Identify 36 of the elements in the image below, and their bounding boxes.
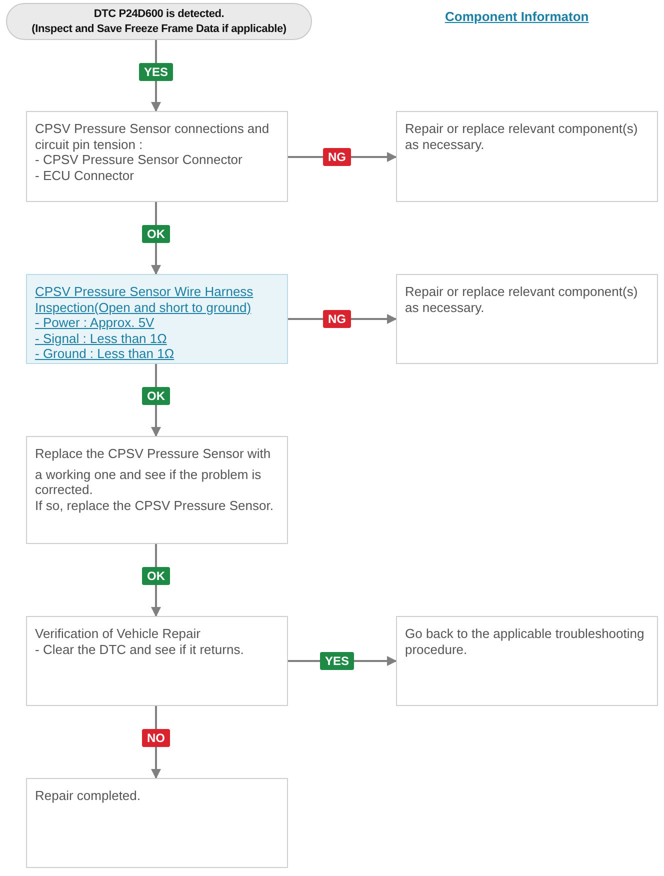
node-text: a working one and see if the problem is corrected. xyxy=(35,466,262,498)
link-text: - Power : Approx. 5V xyxy=(35,315,156,330)
edge-label: NG xyxy=(323,148,351,166)
edge-label: YES xyxy=(139,62,173,80)
edge-label: YES xyxy=(320,652,354,670)
node-text: Replace the CPSV Pressure Sensor with xyxy=(35,446,272,462)
edge-label: OK xyxy=(142,387,170,405)
start-terminal xyxy=(6,3,312,40)
node-text: Repair completed. xyxy=(35,788,142,804)
edge-label: OK xyxy=(142,567,170,585)
process-box xyxy=(396,274,658,364)
node-text: Repair or replace relevant component(s) as necessary. xyxy=(405,121,639,152)
node-text: If so, replace the CPSV Pressure Sensor. xyxy=(35,498,274,513)
node-text: DTC P24D600 is detected. xyxy=(92,7,226,22)
process-box xyxy=(26,778,288,868)
node-text: Go back to the applicable troubleshooting procedure. xyxy=(405,626,646,657)
link-text: CPSV Pressure Sensor Wire Harness Inspection(Open and short to ground) xyxy=(35,284,254,315)
edge-label: NG xyxy=(323,310,351,328)
process-box xyxy=(26,616,288,706)
node-text: Repair or replace relevant component(s) as necessary. xyxy=(405,284,639,315)
node-text: Verification of Vehicle Repair xyxy=(35,626,202,642)
process-box xyxy=(396,616,658,706)
node-text: - ECU Connector xyxy=(35,168,135,183)
node-text: (Inspect and Save Freeze Frame Data if applicable) xyxy=(30,22,288,37)
process-box xyxy=(26,274,288,364)
process-box xyxy=(26,111,288,202)
node-text: CPSV Pressure Sensor connections and circuit pin tension : xyxy=(35,121,270,152)
node-text: - Clear the DTC and see if it returns. xyxy=(35,642,245,657)
link-text: - Signal : Less than 1Ω xyxy=(35,330,168,346)
edge-label: OK xyxy=(142,225,170,243)
link-text: - Ground : Less than 1Ω xyxy=(35,346,176,362)
node-text: - CPSV Pressure Sensor Connector xyxy=(35,152,244,168)
link: Component Informaton xyxy=(445,9,589,24)
process-box xyxy=(26,436,288,544)
edge-label: NO xyxy=(142,729,170,747)
process-box xyxy=(396,111,658,202)
